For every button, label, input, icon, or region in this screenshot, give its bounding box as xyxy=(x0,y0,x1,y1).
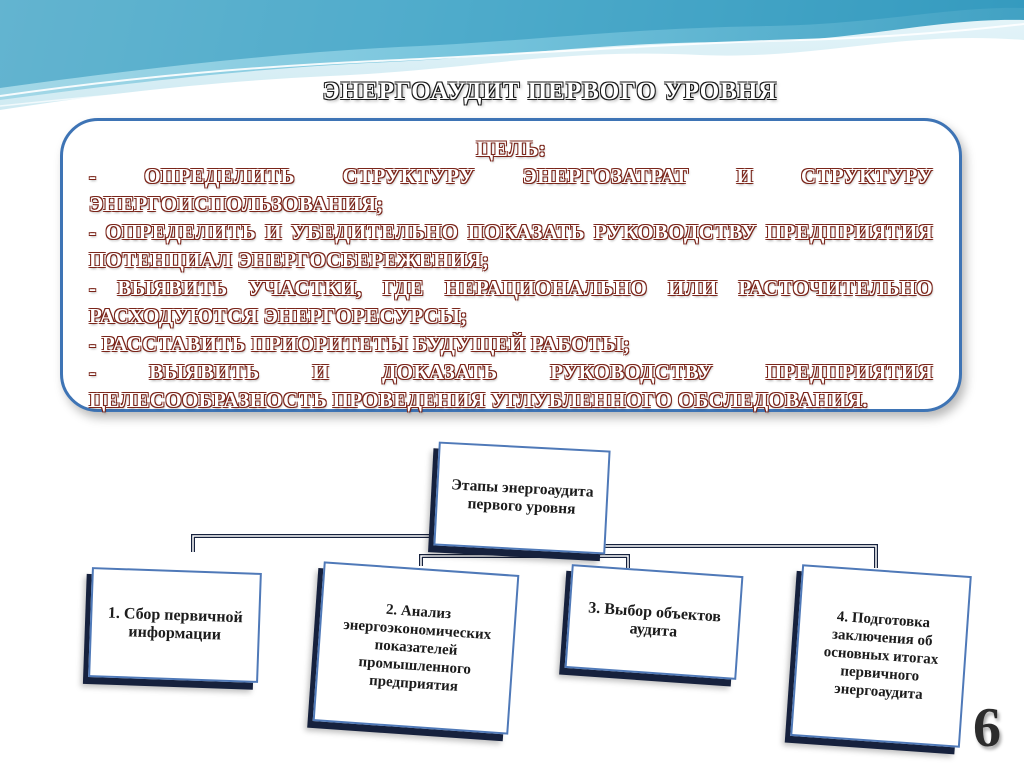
goal-heading: ЦЕЛЬ: xyxy=(89,135,933,162)
goal-item: - ОПРЕДЕЛИТЬ И УБЕДИТЕЛЬНО ПОКАЗАТЬ РУКО… xyxy=(89,218,933,274)
goal-list: - ОПРЕДЕЛИТЬ СТРУКТУРУ ЭНЕРГОЗАТРАТ И СТ… xyxy=(89,162,933,414)
stage-label: 2. Анализ энергоэкономических показателе… xyxy=(327,597,505,699)
stage-label: 1. Сбор первичной информации xyxy=(101,604,248,645)
page-number: 6 xyxy=(962,696,1012,760)
goal-item: - ВЫЯВИТЬ УЧАСТКИ, ГДЕ НЕРАЦИОНАЛЬНО ИЛИ… xyxy=(89,274,933,330)
stage-box-3: 3. Выбор объектов аудита xyxy=(565,564,744,680)
stage-box-2: 2. Анализ энергоэкономических показателе… xyxy=(313,561,520,734)
goal-item: - РАССТАВИТЬ ПРИОРИТЕТЫ БУДУЩЕЙ РАБОТЫ; xyxy=(89,330,933,358)
stage-label: 3. Выбор объектов аудита xyxy=(579,599,729,645)
goal-panel: ЦЕЛЬ: - ОПРЕДЕЛИТЬ СТРУКТУРУ ЭНЕРГОЗАТРА… xyxy=(60,118,962,412)
diagram-root-label: Этапы энергоаудита первого уровня xyxy=(447,476,597,520)
diagram-root-box: Этапы энергоаудита первого уровня xyxy=(433,442,610,555)
stage-box-1: 1. Сбор первичной информации xyxy=(88,567,262,683)
goal-item: - ОПРЕДЕЛИТЬ СТРУКТУРУ ЭНЕРГОЗАТРАТ И СТ… xyxy=(89,162,933,218)
goal-item: - ВЫЯВИТЬ И ДОКАЗАТЬ РУКОВОДСТВУ ПРЕДПРИ… xyxy=(89,358,933,414)
slide-title: ЭНЕРГОАУДИТ ПЕРВОГО УРОВНЯ xyxy=(270,78,830,106)
stage-label: 4. Подготовка заключения об основных ито… xyxy=(805,606,957,706)
stage-box-4: 4. Подготовка заключения об основных ито… xyxy=(790,564,972,747)
